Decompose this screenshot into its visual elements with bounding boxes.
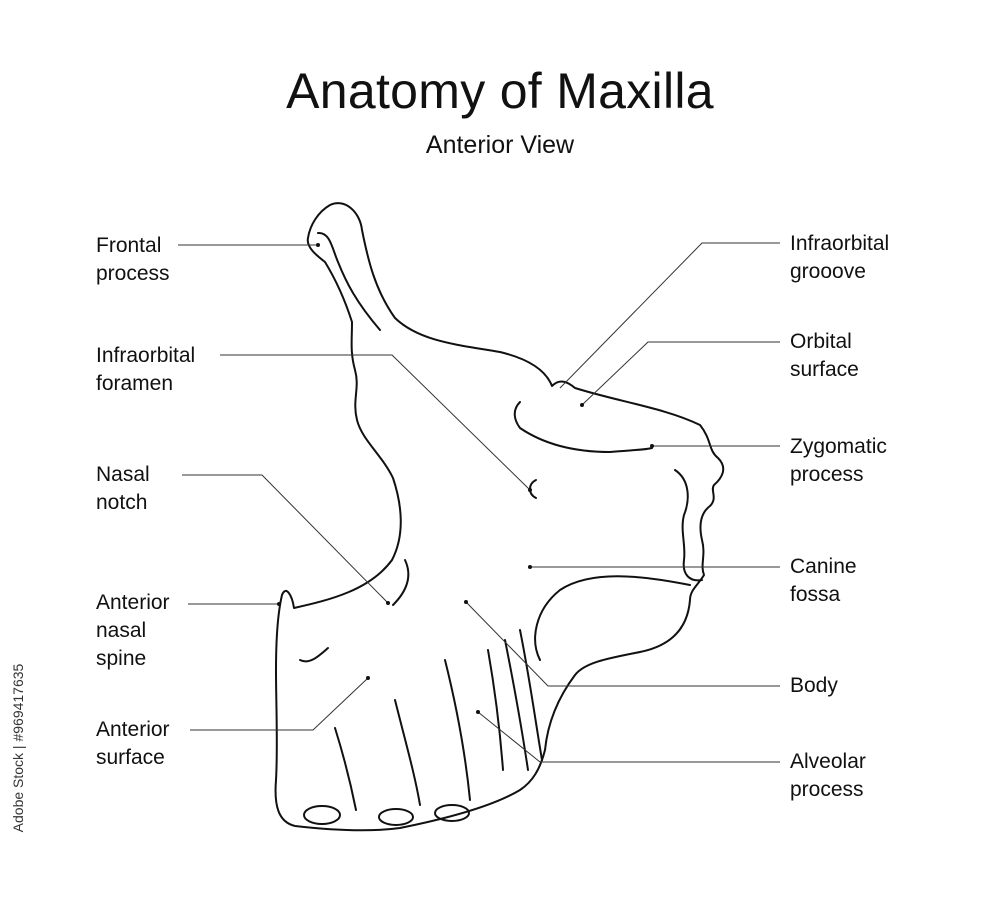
orbital-fold bbox=[513, 401, 653, 453]
alveolar-ridge-3 bbox=[444, 659, 471, 801]
diagram-subtitle: Anterior View bbox=[425, 131, 575, 159]
leader-alveolar-process bbox=[477, 711, 780, 763]
alveolar-ridge-1 bbox=[334, 727, 357, 811]
tooth-socket-3 bbox=[434, 804, 470, 822]
leader-anterior-surface bbox=[190, 677, 369, 731]
alveolar-ridge-4 bbox=[487, 649, 504, 771]
tooth-socket-1 bbox=[303, 805, 341, 825]
leader-infraorbital-groove bbox=[559, 242, 780, 389]
leader-infraorbital-foramen bbox=[220, 354, 531, 491]
tooth-socket-2 bbox=[378, 808, 414, 826]
alveolar-ridge-6 bbox=[519, 629, 543, 761]
leader-nasal-notch bbox=[182, 474, 389, 604]
leader-body bbox=[465, 601, 780, 687]
frontal-process-edge bbox=[317, 232, 381, 331]
leader-orbital-surface bbox=[581, 341, 780, 406]
alveolar-ridge-5 bbox=[504, 639, 529, 771]
maxilla-outline bbox=[274, 202, 725, 832]
alveolar-ridge-2 bbox=[394, 699, 421, 806]
watermark-text: Adobe Stock | #969417635 bbox=[10, 663, 26, 833]
diagram-title: Anatomy of Maxilla bbox=[286, 63, 714, 119]
nasal-notch-line bbox=[392, 559, 410, 606]
zygomatic-contour bbox=[674, 469, 703, 582]
canine-ridge bbox=[534, 575, 691, 661]
label-body: Body bbox=[790, 674, 838, 697]
